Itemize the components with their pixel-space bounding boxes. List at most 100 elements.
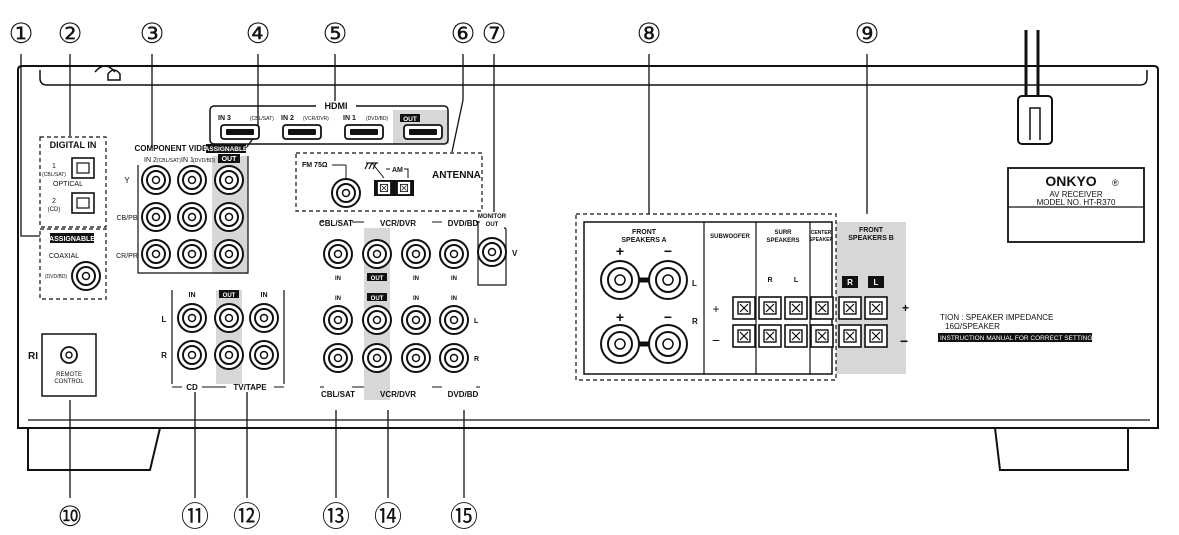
cd-label: CD [186, 383, 198, 392]
tvtape-out-r-jack[interactable] [214, 340, 244, 370]
component-out-pb-jack[interactable] [214, 202, 244, 232]
component-in1-pb-jack[interactable] [177, 202, 207, 232]
component-in1-y-jack[interactable] [177, 165, 207, 195]
tvtape-in-r-jack[interactable] [249, 340, 279, 370]
monitor-out-label: OUT [486, 222, 499, 228]
component-in2-y-jack[interactable] [141, 165, 171, 195]
cd-in-l-jack[interactable] [177, 303, 207, 333]
component-out-pr-jack[interactable] [214, 239, 244, 269]
vcr-dvr-video-in-label: IN [413, 276, 419, 282]
hdmi-title: HDMI [325, 101, 348, 111]
center-minus-terminal[interactable] [810, 324, 834, 348]
subwoofer-label: SUBWOOFER [710, 234, 750, 240]
surr-l-plus-terminal[interactable] [784, 296, 808, 320]
sub-plus-sign: + [712, 302, 719, 316]
hdmi-out-port[interactable] [403, 124, 443, 140]
hdmi-in1-label: IN 1 [343, 115, 356, 122]
subwoofer-plus-terminal[interactable] [732, 296, 756, 320]
surr-r-plus-terminal[interactable] [758, 296, 782, 320]
monitor-out-video-jack[interactable] [477, 237, 507, 267]
fm-antenna-jack[interactable] [331, 178, 361, 208]
audio-cd-tvtape-section: IN OUT IN L R CD TV/TAPE [161, 290, 285, 392]
cbl-sat-audio-in-label: IN [335, 296, 341, 302]
component-in1-label: IN 1 [181, 157, 194, 164]
surr-l-minus-terminal[interactable] [784, 324, 808, 348]
vcr-dvr-video-out-jack[interactable] [362, 239, 392, 269]
front-b-l-minus-terminal[interactable] [864, 324, 888, 348]
subwoofer-minus-terminal[interactable] [732, 324, 756, 348]
av-r-label: R [474, 356, 479, 363]
vcr-dvr-video-out-badge: OUT [371, 276, 384, 282]
component-out-badge: OUT [222, 156, 238, 163]
component-in1-pr-jack[interactable] [177, 239, 207, 269]
front-b-r-plus-terminal[interactable] [838, 296, 862, 320]
dvd-bd-audio-r-jack[interactable] [439, 343, 469, 373]
center-label-1: CENTER [811, 230, 832, 236]
am-terminal-clip-1[interactable] [376, 180, 392, 196]
cbl-sat-audio-l-jack[interactable] [323, 305, 353, 335]
am-antenna-label: AM [392, 167, 403, 174]
front-a-label-1: FRONT [632, 229, 657, 236]
leader-lines [20, 54, 868, 498]
component-in2-pb-jack[interactable] [141, 202, 171, 232]
hdmi-in2-sub: (VCR/DVR) [303, 116, 329, 122]
front-b-l-plus-terminal[interactable] [864, 296, 888, 320]
registered-mark: ® [1112, 178, 1119, 188]
hdmi-section: HDMI IN 3 (CBL/SAT) IN 2 (VCR/DVR) IN 1 … [209, 101, 449, 145]
hdmi-in1-sub: (DVD/BD) [366, 116, 389, 122]
front-a-l-minus-post[interactable] [648, 260, 688, 300]
av-vcr-dvr-top: VCR/DVR [380, 219, 416, 228]
dvd-bd-video-in-jack[interactable] [439, 239, 469, 269]
component-in2-sub: (CBL/SAT) [157, 158, 181, 164]
optical-in-1-jack[interactable] [71, 157, 95, 179]
hdmi-in3-sub: (CBL/SAT) [250, 116, 274, 122]
callouts: ① ② ③ ④ ⑤ ⑥ ⑦ ⑧ ⑨ ⑩ ⑪ ⑫ ⑬ ⑭ ⑮ [8, 17, 879, 533]
optical-in-2-jack[interactable] [71, 192, 95, 214]
callout-4: ④ [245, 17, 270, 50]
vcr-dvr-audio-out-l-jack[interactable] [362, 305, 392, 335]
dvd-bd-audio-l-jack[interactable] [439, 305, 469, 335]
surr-r-minus-terminal[interactable] [758, 324, 782, 348]
component-video-section: COMPONENT VIDEO ASSIGNABLE IN 2 (CBL/SAT… [116, 144, 249, 274]
component-y-label: Y [124, 176, 130, 185]
vcr-dvr-audio-out-r-jack[interactable] [362, 343, 392, 373]
front-b-r-minus-terminal[interactable] [838, 324, 862, 348]
tvtape-out-badge: OUT [223, 293, 236, 299]
remote-label-1: REMOTE [56, 372, 82, 378]
front-a-r-plus-post[interactable] [600, 324, 640, 364]
antenna-section: FM 75Ω AM ANTENNA [295, 152, 483, 212]
callout-12: ⑫ [233, 500, 261, 533]
front-a-r-minus-post[interactable] [648, 324, 688, 364]
front-a-label-2: SPEAKERS A [621, 237, 666, 244]
front-b-r-badge: R [847, 278, 853, 287]
component-pr-label: CR/PR [116, 253, 138, 260]
coaxial-in-jack[interactable] [71, 261, 101, 291]
callout-13: ⑬ [322, 500, 350, 533]
front-a-r-minus-sign: − [664, 309, 672, 325]
cd-in-r-jack[interactable] [177, 340, 207, 370]
hdmi-in3-port[interactable] [220, 124, 260, 140]
component-out-y-jack[interactable] [214, 165, 244, 195]
front-a-l-plus-post[interactable] [600, 260, 640, 300]
component-in2-pr-jack[interactable] [141, 239, 171, 269]
front-b-label-2: SPEAKERS B [848, 235, 894, 242]
tvtape-in-l-jack[interactable] [249, 303, 279, 333]
surr-l-label: L [794, 277, 799, 284]
av-receiver-text: AV RECEIVER [1049, 190, 1102, 199]
vcr-dvr-audio-in-r-jack[interactable] [401, 343, 431, 373]
fm-antenna-label: FM 75Ω [302, 162, 328, 169]
hdmi-in2-port[interactable] [282, 124, 322, 140]
component-assignable-badge: ASSIGNABLE [205, 146, 248, 153]
tvtape-out-l-jack[interactable] [214, 303, 244, 333]
cbl-sat-audio-r-jack[interactable] [323, 343, 353, 373]
model-number-text: MODEL NO. HT-R370 [1037, 198, 1116, 207]
cbl-sat-video-in-jack[interactable] [323, 239, 353, 269]
vcr-dvr-video-in-jack[interactable] [401, 239, 431, 269]
av-cbl-sat-top: CBL/SAT [319, 219, 353, 228]
am-terminal-clip-2[interactable] [396, 180, 412, 196]
vcr-dvr-audio-in-l-jack[interactable] [401, 305, 431, 335]
onkyo-brand: ONKYO [1045, 173, 1096, 189]
center-plus-terminal[interactable] [810, 296, 834, 320]
hdmi-in1-port[interactable] [344, 124, 384, 140]
